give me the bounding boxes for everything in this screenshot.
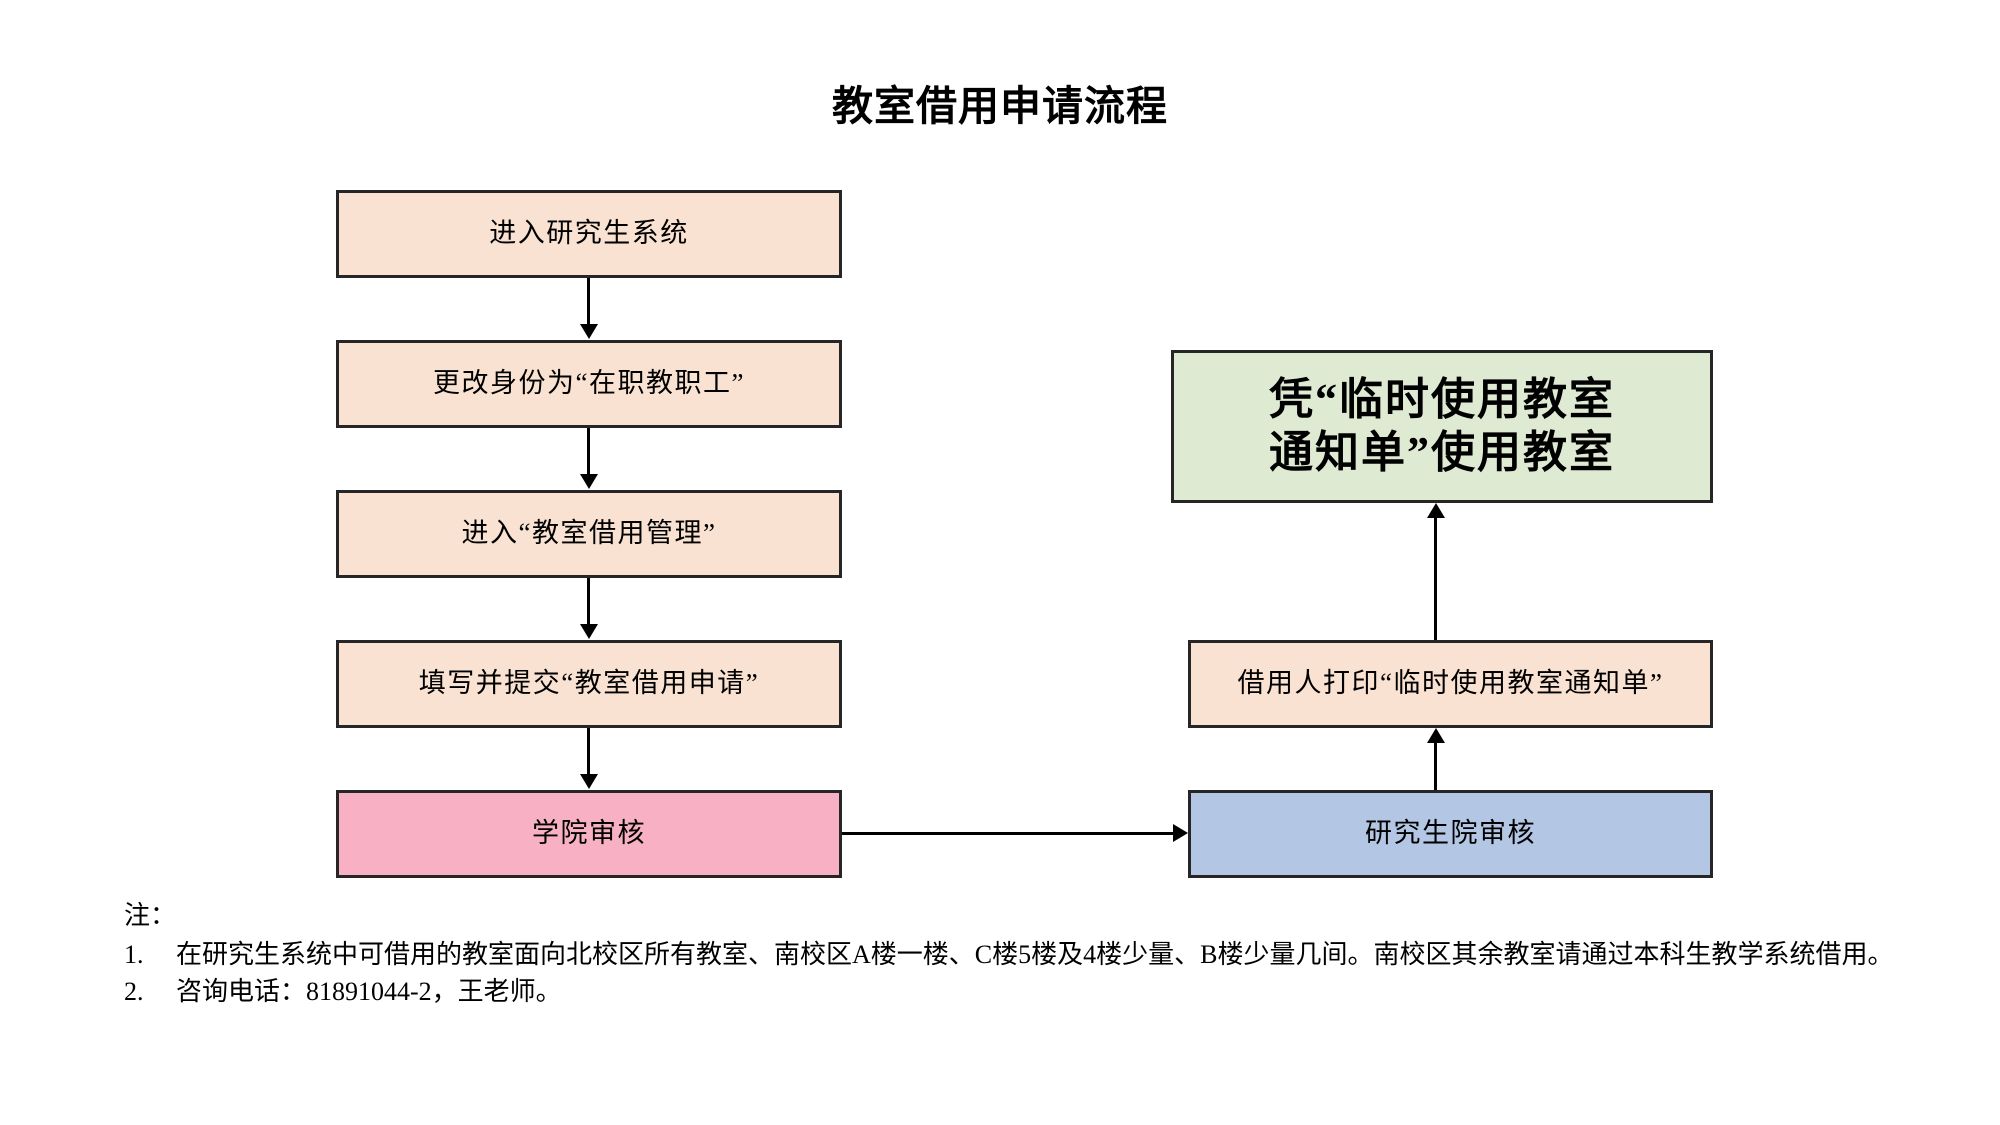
node-college-review-label: 学院审核 [532, 818, 646, 849]
node-graduate-school-review[interactable]: 研究生院审核 [1188, 790, 1713, 878]
note-item: 2. 咨询电话：81891044-2，王老师。 [124, 974, 1924, 1011]
node-enter-system-label: 进入研究生系统 [489, 218, 689, 249]
note-text: 在研究生系统中可借用的教室面向北校区所有教室、南校区A楼一楼、C楼5楼及4楼少量… [176, 939, 1894, 969]
connector-college-review-to-graduate-school-review [842, 832, 1173, 835]
node-college-review[interactable]: 学院审核 [336, 790, 842, 878]
node-submit-application-label: 填写并提交“教室借用申请” [418, 668, 760, 699]
arrowhead-college-review [580, 774, 598, 789]
arrowhead-change-identity [580, 324, 598, 339]
note-item: 1. 在研究生系统中可借用的教室面向北校区所有教室、南校区A楼一楼、C楼5楼及4… [124, 937, 1924, 974]
notes-block: 注： 1. 在研究生系统中可借用的教室面向北校区所有教室、南校区A楼一楼、C楼5… [124, 898, 1924, 1011]
node-use-classroom-label-line1: 凭“临时使用教室 [1269, 374, 1615, 424]
node-submit-application[interactable]: 填写并提交“教室借用申请” [336, 640, 842, 728]
connector-enter-system-to-change-identity [587, 278, 590, 326]
node-print-notice-label: 借用人打印“临时使用教室通知单” [1237, 668, 1664, 699]
arrowhead-use-classroom [1427, 503, 1445, 518]
note-number: 2. [124, 976, 144, 1006]
connector-graduate-school-review-to-print-notice [1434, 742, 1437, 790]
note-text: 咨询电话：81891044-2，王老师。 [176, 976, 562, 1006]
node-enter-system[interactable]: 进入研究生系统 [336, 190, 842, 278]
connector-print-notice-to-use-classroom [1434, 517, 1437, 640]
node-enter-classroom-management-label: 进入“教室借用管理” [461, 518, 717, 549]
node-graduate-school-review-label: 研究生院审核 [1365, 818, 1536, 849]
node-use-classroom-label-line2: 通知单”使用教室 [1269, 427, 1615, 477]
arrowhead-print-notice [1427, 728, 1445, 743]
node-change-identity[interactable]: 更改身份为“在职教职工” [336, 340, 842, 428]
arrowhead-classroom-management [580, 474, 598, 489]
connector-change-identity-to-classroom-management [587, 428, 590, 476]
arrowhead-graduate-school-review [1173, 824, 1188, 842]
node-enter-classroom-management[interactable]: 进入“教室借用管理” [336, 490, 842, 578]
note-number: 1. [124, 939, 144, 969]
node-change-identity-label: 更改身份为“在职教职工” [433, 368, 745, 399]
notes-heading: 注： [124, 901, 177, 930]
connector-submit-application-to-college-review [587, 728, 590, 776]
node-use-classroom[interactable]: 凭“临时使用教室 通知单”使用教室 [1171, 350, 1713, 503]
node-print-notice[interactable]: 借用人打印“临时使用教室通知单” [1188, 640, 1713, 728]
node-use-classroom-text: 凭“临时使用教室 通知单”使用教室 [1269, 374, 1615, 480]
page-title: 教室借用申请流程 [832, 83, 1168, 129]
arrowhead-submit-application [580, 624, 598, 639]
connector-classroom-management-to-submit-application [587, 578, 590, 626]
